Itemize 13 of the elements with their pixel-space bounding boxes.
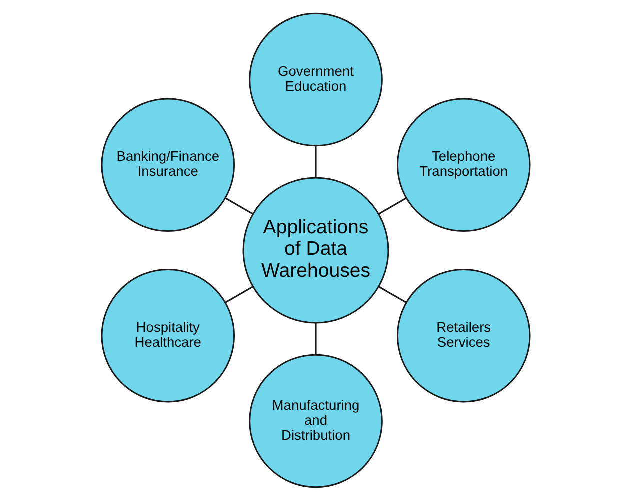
node-circle: Applications of Data Warehouses	[242, 176, 390, 324]
connector	[315, 145, 317, 178]
connector	[378, 286, 407, 303]
node-circle: Banking/Finance Insurance	[101, 98, 236, 232]
node-circle: Hospitality Healthcare	[101, 268, 236, 402]
connector	[225, 286, 254, 303]
node-circle: Manufacturing and Distribution	[249, 354, 383, 488]
connector	[315, 322, 317, 355]
connector	[378, 197, 407, 214]
node-circle: Telephone Transportation	[396, 98, 531, 232]
node-circle: Government Education	[249, 12, 383, 146]
connector	[225, 197, 254, 214]
node-circle: Retailers Services	[396, 268, 531, 402]
